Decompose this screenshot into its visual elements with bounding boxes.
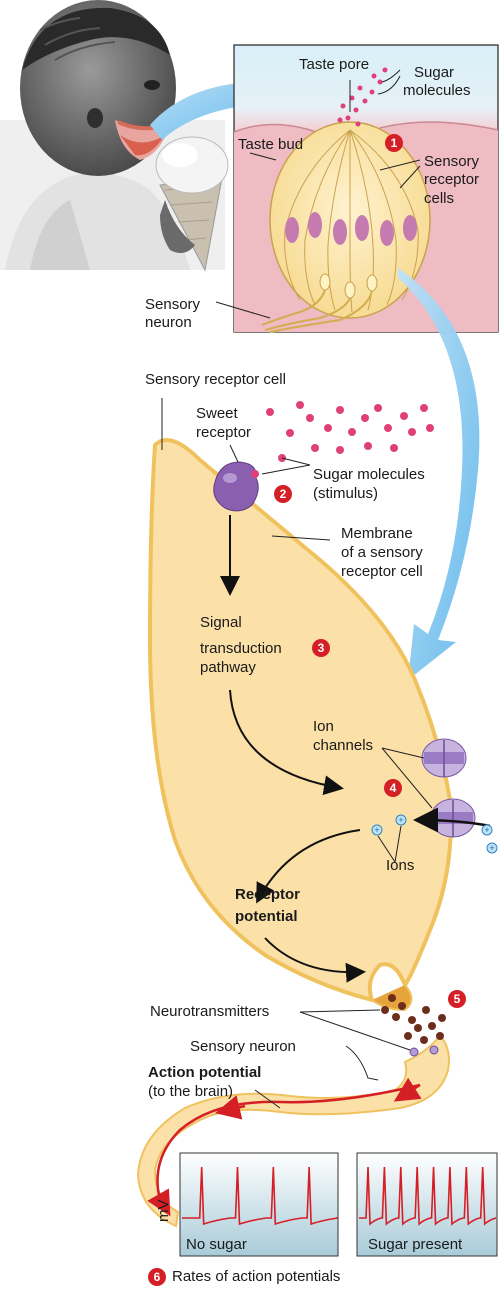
svg-text:+: + bbox=[484, 825, 489, 835]
label-receptor-potential-2: potential bbox=[235, 908, 298, 925]
label-taste-pore: Taste pore bbox=[299, 56, 370, 73]
trace-sugar-present bbox=[359, 1166, 497, 1226]
svg-text:+: + bbox=[398, 815, 403, 825]
label-membrane-3: receptor cell bbox=[341, 563, 423, 580]
label-sugar-molecules-stimulus-1: Sugar molecules bbox=[313, 466, 425, 483]
label-signal-3: pathway bbox=[200, 659, 256, 676]
label-rates: Rates of action potentials bbox=[172, 1268, 341, 1285]
girl-illustration bbox=[0, 0, 229, 272]
label-ions: Ions bbox=[386, 857, 415, 874]
step-3-marker: 3 bbox=[312, 639, 330, 657]
label-sensory-receptor-cells-2: receptor bbox=[424, 171, 480, 188]
ice-cream-icon bbox=[155, 136, 229, 272]
label-signal-1: Signal bbox=[200, 614, 242, 631]
svg-text:+: + bbox=[374, 825, 379, 835]
step-1-marker: 1 bbox=[385, 134, 403, 152]
label-sugar-molecules-top-1: Sugar bbox=[414, 64, 455, 81]
label-sugar-present: Sugar present bbox=[368, 1236, 463, 1253]
step-4-marker: 4 bbox=[384, 779, 402, 797]
step-6-marker: 6 bbox=[148, 1268, 166, 1286]
label-sugar-molecules-stimulus-2: (stimulus) bbox=[313, 485, 379, 502]
blue-arrow-long bbox=[398, 268, 480, 680]
label-action-potential-2: (to the brain) bbox=[148, 1083, 234, 1100]
label-taste-bud: Taste bud bbox=[238, 136, 304, 153]
label-sweet-receptor-2: receptor bbox=[196, 424, 252, 441]
neurotransmitters bbox=[381, 994, 446, 1044]
sweet-receptor bbox=[213, 461, 259, 512]
trace-no-sugar bbox=[182, 1166, 338, 1226]
label-ion-channels-2: channels bbox=[313, 737, 374, 754]
ions: + + + + bbox=[371, 814, 498, 854]
ion-channel-lower bbox=[430, 798, 476, 838]
plot-no-sugar bbox=[179, 1152, 339, 1257]
label-sensory-neuron-bottom: Sensory neuron bbox=[190, 1038, 296, 1055]
label-sensory-receptor-cells-1: Sensory bbox=[424, 153, 480, 170]
label-action-potential-1: Action potential bbox=[148, 1064, 262, 1081]
label-mv: mV bbox=[155, 1199, 172, 1223]
label-sensory-receptor-cells-3: cells bbox=[424, 190, 455, 207]
label-no-sugar: No sugar bbox=[186, 1236, 247, 1253]
label-sensory-neuron-top-1: Sensory bbox=[145, 296, 201, 313]
label-receptor-potential-1: Receptor bbox=[235, 886, 301, 903]
plot-sugar-present bbox=[356, 1152, 498, 1257]
label-sensory-neuron-top-2: neuron bbox=[145, 314, 192, 331]
label-sugar-molecules-top-2: molecules bbox=[403, 82, 471, 99]
ion-channel-upper bbox=[421, 738, 467, 778]
receptor-cell bbox=[147, 438, 453, 1003]
label-signal-2: transduction bbox=[200, 640, 282, 657]
label-ion-channels-1: Ion bbox=[313, 718, 334, 735]
sugar-molecules-top bbox=[337, 67, 388, 127]
svg-text:+: + bbox=[489, 843, 494, 853]
label-neurotransmitters: Neurotransmitters bbox=[150, 1003, 270, 1020]
step-5-marker: 5 bbox=[448, 990, 466, 1008]
label-sweet-receptor-1: Sweet bbox=[196, 405, 238, 422]
label-membrane-2: of a sensory bbox=[341, 544, 423, 561]
step-2-marker: 2 bbox=[274, 485, 292, 503]
label-sensory-receptor-cell: Sensory receptor cell bbox=[145, 371, 286, 388]
label-membrane-1: Membrane bbox=[341, 525, 413, 542]
taste-bud-panel bbox=[215, 44, 499, 333]
